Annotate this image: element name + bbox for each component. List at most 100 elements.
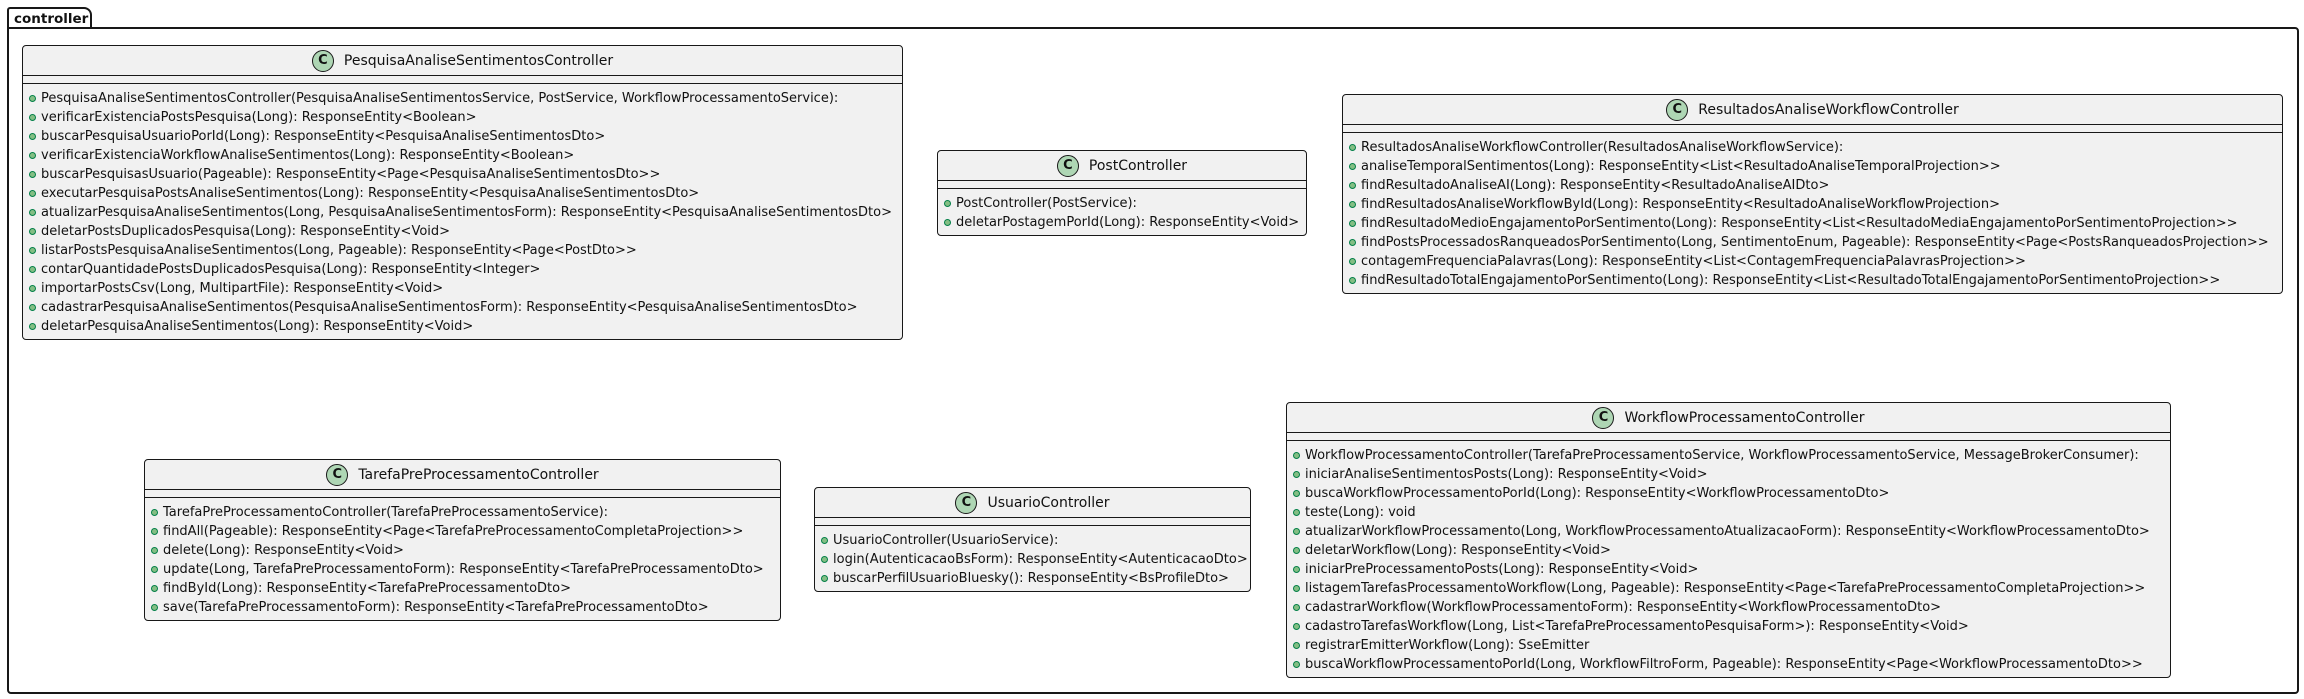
public-visibility-icon: [1349, 277, 1356, 284]
method-signature: findResultadoAnaliseAI(Long): ResponseEn…: [1361, 178, 1830, 193]
method-signature: contagemFrequenciaPalavras(Long): Respon…: [1361, 254, 2026, 269]
method-signature: verificarExistenciaWorkflowAnaliseSentim…: [41, 148, 575, 163]
method-row: ResultadosAnaliseWorkflowController(Resu…: [1349, 138, 2282, 157]
method-row: delete(Long): ResponseEntity<Void>: [151, 541, 780, 560]
method-signature: buscarPesquisasUsuario(Pageable): Respon…: [41, 167, 661, 182]
method-signature: importarPostsCsv(Long, MultipartFile): R…: [41, 281, 444, 296]
public-visibility-icon: [944, 219, 951, 226]
method-row: cadastroTarefasWorkflow(Long, List<Taref…: [1293, 617, 2170, 636]
method-signature: deletarWorkflow(Long): ResponseEntity<Vo…: [1305, 543, 1611, 558]
public-visibility-icon: [821, 556, 828, 563]
method-row: UsuarioController(UsuarioService):: [821, 531, 1250, 550]
public-visibility-icon: [1349, 220, 1356, 227]
public-visibility-icon: [29, 266, 36, 273]
class-icon: C: [1056, 154, 1079, 177]
method-signature: findResultadosAnaliseWorkflowById(Long):…: [1361, 197, 2000, 212]
public-visibility-icon: [29, 304, 36, 311]
method-row: verificarExistenciaWorkflowAnaliseSentim…: [29, 146, 902, 165]
public-visibility-icon: [1349, 258, 1356, 265]
class-workflow-processamento-controller: C WorkflowProcessamentoController Workfl…: [1286, 402, 2171, 678]
method-signature: atualizarWorkflowProcessamento(Long, Wor…: [1305, 524, 2150, 539]
method-signature: listagemTarefasProcessamentoWorkflow(Lon…: [1305, 581, 2146, 596]
public-visibility-icon: [1293, 642, 1300, 649]
method-row: cadastrarWorkflow(WorkflowProcessamentoF…: [1293, 598, 2170, 617]
method-row: PesquisaAnaliseSentimentosController(Pes…: [29, 89, 902, 108]
class-icon: C: [1666, 98, 1689, 121]
method-row: teste(Long): void: [1293, 503, 2170, 522]
class-methods-compartment: PostController(PostService):deletarPosta…: [938, 189, 1306, 235]
class-methods-compartment: WorkflowProcessamentoController(TarefaPr…: [1287, 441, 2170, 677]
method-row: deletarPostsDuplicadosPesquisa(Long): Re…: [29, 222, 902, 241]
class-header: C UsuarioController: [815, 488, 1250, 518]
class-tarefa-pre-processamento-controller: C TarefaPreProcessamentoController Taref…: [144, 459, 781, 621]
public-visibility-icon: [151, 566, 158, 573]
method-row: listagemTarefasProcessamentoWorkflow(Lon…: [1293, 579, 2170, 598]
class-fields-compartment: [23, 76, 902, 84]
method-row: TarefaPreProcessamentoController(TarefaP…: [151, 503, 780, 522]
class-fields-compartment: [1287, 433, 2170, 441]
class-usuario-controller: C UsuarioController UsuarioController(Us…: [814, 487, 1251, 592]
method-row: findResultadoAnaliseAI(Long): ResponseEn…: [1349, 176, 2282, 195]
method-row: deletarWorkflow(Long): ResponseEntity<Vo…: [1293, 541, 2170, 560]
public-visibility-icon: [1349, 239, 1356, 246]
method-row: analiseTemporalSentimentos(Long): Respon…: [1349, 157, 2282, 176]
method-row: save(TarefaPreProcessamentoForm): Respon…: [151, 598, 780, 617]
class-methods-compartment: TarefaPreProcessamentoController(TarefaP…: [145, 498, 780, 620]
class-header: C WorkflowProcessamentoController: [1287, 403, 2170, 433]
method-signature: buscarPerfilUsuarioBluesky(): ResponseEn…: [833, 571, 1229, 586]
class-name: WorkflowProcessamentoController: [1624, 409, 1865, 426]
class-methods-compartment: UsuarioController(UsuarioService):login(…: [815, 526, 1250, 591]
public-visibility-icon: [29, 133, 36, 140]
public-visibility-icon: [29, 152, 36, 159]
public-visibility-icon: [29, 209, 36, 216]
method-signature: UsuarioController(UsuarioService):: [833, 533, 1059, 548]
class-resultados-analise-workflow-controller: C ResultadosAnaliseWorkflowController Re…: [1342, 94, 2283, 294]
public-visibility-icon: [151, 509, 158, 516]
class-pesquisa-analise-sentimentos-controller: C PesquisaAnaliseSentimentosController P…: [22, 45, 903, 340]
method-signature: findResultadoTotalEngajamentoPorSentimen…: [1361, 273, 2221, 288]
public-visibility-icon: [1293, 490, 1300, 497]
method-row: listarPostsPesquisaAnaliseSentimentos(Lo…: [29, 241, 902, 260]
class-fields-compartment: [815, 518, 1250, 526]
method-signature: teste(Long): void: [1305, 505, 1416, 520]
method-row: contarQuantidadePostsDuplicadosPesquisa(…: [29, 260, 902, 279]
class-name: PesquisaAnaliseSentimentosController: [343, 52, 614, 69]
public-visibility-icon: [151, 547, 158, 554]
class-header: C TarefaPreProcessamentoController: [145, 460, 780, 490]
method-row: buscaWorkflowProcessamentoPorId(Long): R…: [1293, 484, 2170, 503]
public-visibility-icon: [29, 114, 36, 121]
method-row: findById(Long): ResponseEntity<TarefaPre…: [151, 579, 780, 598]
method-row: verificarExistenciaPostsPesquisa(Long): …: [29, 108, 902, 127]
public-visibility-icon: [29, 247, 36, 254]
method-row: findResultadosAnaliseWorkflowById(Long):…: [1349, 195, 2282, 214]
class-methods-compartment: ResultadosAnaliseWorkflowController(Resu…: [1343, 133, 2282, 293]
public-visibility-icon: [821, 537, 828, 544]
class-icon: C: [326, 463, 349, 486]
public-visibility-icon: [1293, 471, 1300, 478]
method-row: iniciarAnaliseSentimentosPosts(Long): Re…: [1293, 465, 2170, 484]
method-signature: cadastrarWorkflow(WorkflowProcessamentoF…: [1305, 600, 1942, 615]
method-signature: buscaWorkflowProcessamentoPorId(Long, Wo…: [1305, 657, 2143, 672]
method-signature: verificarExistenciaPostsPesquisa(Long): …: [41, 110, 477, 125]
public-visibility-icon: [1293, 604, 1300, 611]
public-visibility-icon: [29, 285, 36, 292]
method-signature: PesquisaAnaliseSentimentosController(Pes…: [41, 91, 839, 106]
method-row: WorkflowProcessamentoController(TarefaPr…: [1293, 446, 2170, 465]
public-visibility-icon: [1349, 182, 1356, 189]
public-visibility-icon: [1293, 585, 1300, 592]
method-signature: registrarEmitterWorkflow(Long): SseEmitt…: [1305, 638, 1590, 653]
public-visibility-icon: [821, 575, 828, 582]
method-signature: ResultadosAnaliseWorkflowController(Resu…: [1361, 140, 1844, 155]
public-visibility-icon: [151, 604, 158, 611]
public-visibility-icon: [29, 190, 36, 197]
class-fields-compartment: [1343, 125, 2282, 133]
method-signature: update(Long, TarefaPreProcessamentoForm)…: [163, 562, 764, 577]
method-signature: deletarPesquisaAnaliseSentimentos(Long):…: [41, 319, 474, 334]
package-tab: controller: [7, 7, 92, 29]
public-visibility-icon: [1293, 566, 1300, 573]
method-signature: buscaWorkflowProcessamentoPorId(Long): R…: [1305, 486, 1890, 501]
public-visibility-icon: [1293, 623, 1300, 630]
method-signature: WorkflowProcessamentoController(TarefaPr…: [1305, 448, 2139, 463]
method-signature: save(TarefaPreProcessamentoForm): Respon…: [163, 600, 709, 615]
public-visibility-icon: [1349, 201, 1356, 208]
